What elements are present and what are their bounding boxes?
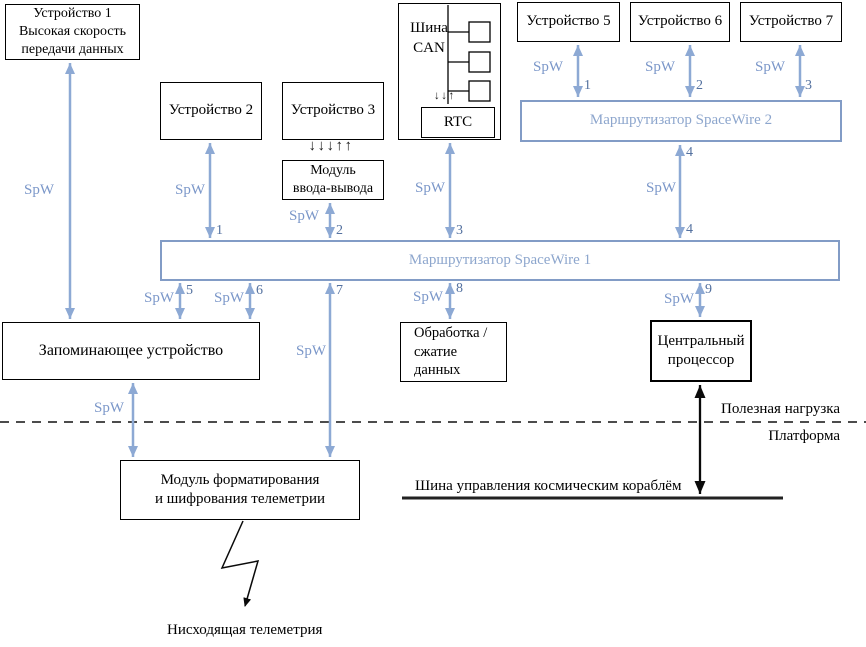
device3-box: Устройство 3 [282,82,384,140]
device1-label: Устройство 1 [33,5,112,21]
memory-label: Запоминающее устройство [38,341,224,359]
rtc-box: RTC [421,107,495,138]
spacecraft-bus-label: Шина управления космическим кораблём [415,478,682,494]
cpu-label: Центральный [657,332,745,349]
telemetry-module-label: Модуль форматирования [160,471,320,488]
can-box: Шина CAN RTC [398,3,501,140]
cpu-label: процессор [667,352,735,368]
port-number: 9 [705,282,712,297]
spw-label: SpW [645,59,675,75]
telemetry-module-label: и шифрования телеметрии [154,491,326,507]
router2-box: Маршрутизатор SpaceWire 2 [520,100,842,142]
cpu-box: Центральный процессор [650,320,752,382]
processing-box: Обработка / сжатие данных [400,322,507,382]
processing-label: сжатие [414,343,458,360]
device7-label: Устройство 7 [748,13,834,30]
port-number: 7 [336,283,343,298]
io-module-box: Модуль ввода-вывода [282,160,384,200]
spw-label: SpW [175,182,205,198]
rtc-label: RTC [443,113,473,130]
port-number: 1 [216,223,223,238]
spw-label: SpW [664,291,694,307]
router1-box: Маршрутизатор SpaceWire 1 [160,240,840,281]
spw-label: SpW [415,180,445,196]
spw-label: SpW [533,59,563,75]
device7-box: Устройство 7 [740,2,842,42]
device5-box: Устройство 5 [517,2,620,42]
spw-label: SpW [94,400,124,416]
spw-label: SpW [289,208,319,224]
io-flow-arrows-icon: ↓↓↓↑↑ [308,138,354,154]
device1-label: Высокая скорость [18,23,127,39]
memory-box: Запоминающее устройство [2,322,260,380]
rtc-flow-arrows-icon: ↓↓↑ [434,90,456,102]
device1-label: передачи данных [21,42,124,58]
port-number: 4 [686,145,693,160]
platform-region-label: Платформа [768,428,840,444]
port-number: 3 [805,78,812,93]
spw-label: SpW [646,180,676,196]
port-number: 1 [584,78,591,93]
device2-label: Устройство 2 [168,102,254,119]
device2-box: Устройство 2 [160,82,262,140]
spw-label: SpW [413,289,443,305]
device5-label: Устройство 5 [526,13,611,30]
port-number: 3 [456,223,463,238]
processing-label: Обработка / [414,324,488,341]
telemetry-module-box: Модуль форматирования и шифрования телем… [120,460,360,520]
spw-label: SpW [296,343,326,359]
spw-label: SpW [144,290,174,306]
io-module-label: ввода-вывода [292,181,374,196]
can-bus-label: Шина CAN [410,20,448,57]
port-number: 8 [456,281,463,296]
port-number: 4 [686,222,693,237]
spw-label: SpW [214,290,244,306]
io-module-label: Модуль [310,162,356,178]
spw-label: SpW [755,59,785,75]
downlink-telemetry-label: Нисходящая телеметрия [167,622,323,638]
device6-label: Устройство 6 [637,13,723,30]
payload-region-label: Полезная нагрузка [720,401,840,417]
port-number: 5 [186,283,193,298]
device6-box: Устройство 6 [630,2,730,42]
downlink-bolt-arrow [220,520,260,607]
device1-box: Устройство 1 Высокая скорость передачи д… [5,4,140,60]
device3-label: Устройство 3 [290,102,376,119]
port-number: 2 [696,78,703,93]
processing-label: данных [414,362,461,379]
port-number: 2 [336,223,343,238]
router2-label: Маршрутизатор SpaceWire 2 [589,112,773,129]
port-number: 6 [256,283,263,298]
router1-label: Маршрутизатор SpaceWire 1 [408,251,592,268]
spw-label: SpW [24,182,54,198]
